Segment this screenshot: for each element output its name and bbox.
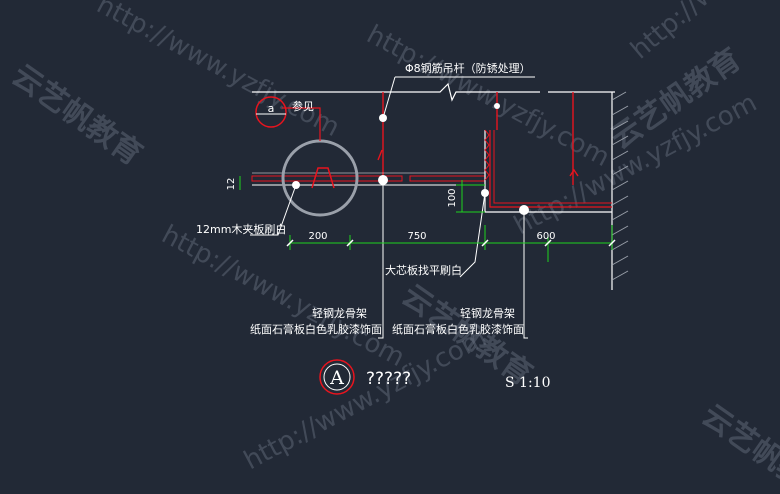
- ceiling-slab-line: [252, 82, 615, 102]
- watermark-brand-4: 云艺帆教育: [695, 398, 780, 494]
- watermark-url-2: http://www.yzfjy.com: [362, 20, 615, 173]
- title-name: ?????: [366, 369, 411, 389]
- reference-text: 参见: [292, 99, 314, 113]
- watermark-url-1: http://www.yzfjy.com: [92, 0, 345, 143]
- dimension-600: 600: [536, 231, 555, 242]
- keel-label-left: 轻钢龙骨架: [312, 306, 367, 320]
- keel-label-right: 轻钢龙骨架: [460, 306, 515, 320]
- leader-lines: [250, 180, 528, 339]
- dimension-100: 100: [447, 188, 458, 207]
- plywood-label: 12mm木夹板刷白: [196, 222, 286, 236]
- title-block: A ????? S 1:10: [319, 359, 550, 395]
- title-scale: S 1:10: [505, 375, 550, 391]
- dimension-750: 750: [407, 231, 426, 242]
- dimension-texts: 200 750 600 100 12: [226, 178, 556, 242]
- dimension-12: 12: [226, 178, 237, 191]
- hanger-rods: [377, 92, 579, 185]
- watermark-layer: http://www.yzfjy.com http://www.yzfjy.co…: [5, 0, 780, 494]
- reference-symbol: a: [268, 102, 275, 115]
- dimension-ticks: [286, 239, 616, 247]
- annotations: 12mm木夹板刷白 大芯板找平刷白 轻钢龙骨架 纸面石膏板白色乳胶漆饰面 轻钢龙…: [196, 222, 524, 336]
- detail-callout: [281, 107, 359, 217]
- rod-label-group: Φ8钢筋吊杆（防锈处理）: [382, 61, 535, 119]
- reference-marker: a 参见: [255, 96, 314, 128]
- title-symbol: A: [329, 367, 344, 389]
- gypsum-label-left: 纸面石膏板白色乳胶漆饰面: [250, 322, 382, 336]
- watermark-brand-1: 云艺帆教育: [5, 58, 148, 173]
- core-board-label: 大芯板找平刷白: [385, 263, 462, 277]
- rod-label: Φ8钢筋吊杆（防锈处理）: [405, 61, 531, 75]
- gypsum-label-right: 纸面石膏板白色乳胶漆饰面: [392, 322, 524, 336]
- watermark-url-6: http://www.yzfjy.com: [625, 0, 780, 65]
- wall: [611, 91, 629, 290]
- dimension-200: 200: [308, 231, 327, 242]
